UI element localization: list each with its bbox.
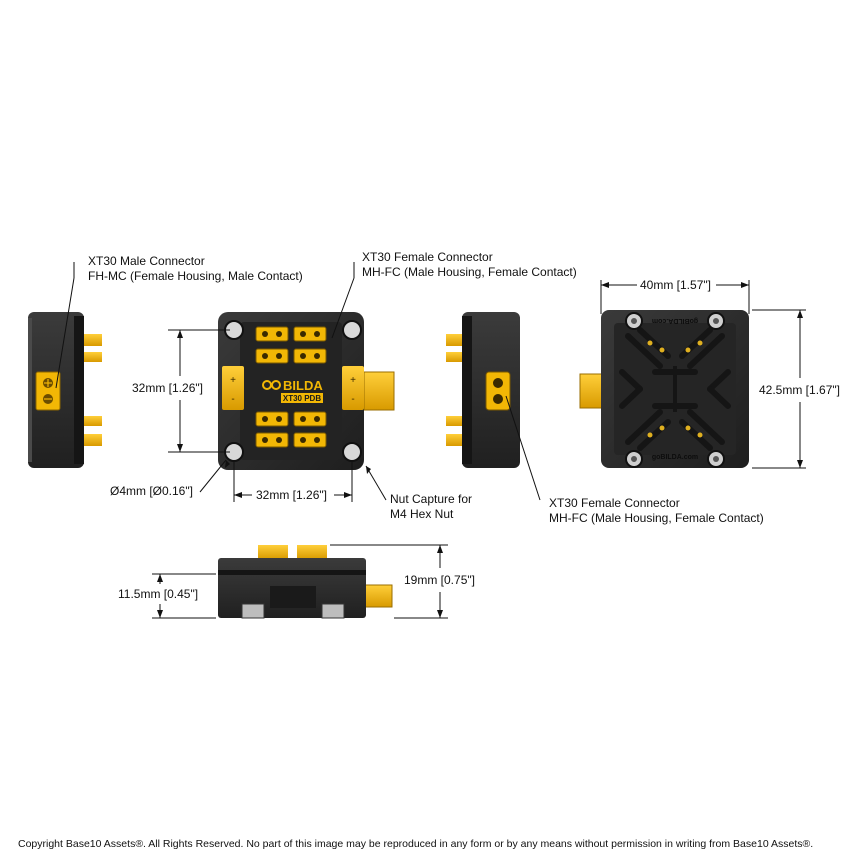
- minus-sign-right: -: [351, 394, 354, 405]
- gobilda-logo-icon: [262, 380, 281, 390]
- female-connector-side-title: XT30 Female Connector: [549, 496, 680, 510]
- rear-hole-icon: [625, 312, 725, 468]
- rear-brand-top: goBILDA.com: [652, 317, 698, 324]
- dimension-lines: [55, 262, 806, 619]
- dim-hole-diameter: Ø4mm [Ø0.16"]: [110, 484, 193, 498]
- logo-text: BILDA: [283, 378, 323, 393]
- rear-view: goBILDA.com goBILDA.com: [579, 310, 749, 468]
- male-connector-icon: [35, 371, 61, 411]
- copyright-notice: Copyright Base10 Assets®. All Rights Res…: [18, 838, 814, 850]
- female-connector-side-desc: MH-FC (Male Housing, Female Contact): [549, 511, 764, 525]
- top-view: + - + - BILDA XT30 PDB: [218, 312, 395, 470]
- mounting-hole-icon: [224, 320, 362, 462]
- plus-sign-left: +: [230, 375, 236, 386]
- dim-total-height: 19mm [0.75"]: [404, 573, 475, 587]
- model-text: XT30 PDB: [283, 394, 321, 403]
- dim-hole-spacing-horizontal: 32mm [1.26"]: [256, 488, 327, 502]
- rear-contact-dots: [647, 340, 703, 438]
- nut-capture-line2: M4 Hex Nut: [390, 507, 454, 521]
- minus-sign-left: -: [231, 394, 234, 405]
- female-connector-top-desc: MH-FC (Male Housing, Female Contact): [362, 265, 577, 279]
- female-connector-top-title: XT30 Female Connector: [362, 250, 493, 264]
- front-view: [218, 545, 393, 619]
- male-connector-desc: FH-MC (Female Housing, Male Contact): [88, 269, 303, 283]
- plus-sign-right: +: [350, 375, 356, 386]
- dimension-arrowheads: [157, 282, 803, 618]
- female-connector-grid: [255, 326, 327, 448]
- dim-rear-width: 40mm [1.57"]: [640, 278, 711, 292]
- dim-body-height: 11.5mm [0.45"]: [118, 587, 199, 601]
- right-side-view: [446, 312, 520, 468]
- nut-capture-line1: Nut Capture for: [390, 492, 473, 506]
- left-side-view: [28, 312, 102, 468]
- rear-brand-bottom: goBILDA.com: [652, 454, 698, 461]
- male-connector-title: XT30 Male Connector: [88, 254, 205, 268]
- dim-rear-height: 42.5mm [1.67"]: [759, 383, 840, 397]
- dim-hole-spacing-vertical: 32mm [1.26"]: [132, 381, 203, 395]
- side-female-connector-icon: [485, 371, 511, 411]
